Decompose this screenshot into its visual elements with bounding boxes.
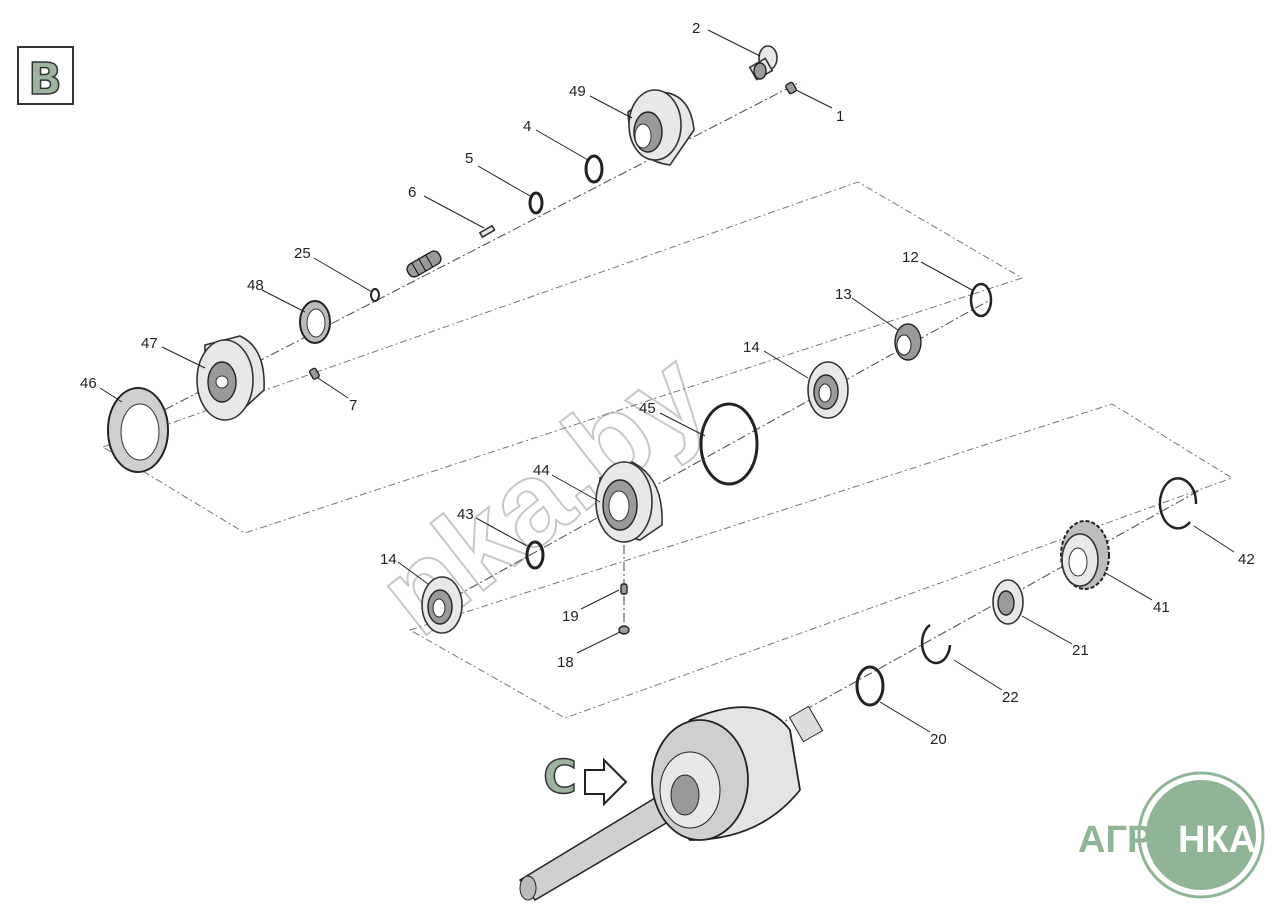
part-19-pin — [620, 583, 628, 595]
callout-45: 45 — [639, 400, 656, 417]
part-25-washer — [370, 288, 380, 302]
part-48-seal — [299, 300, 331, 344]
callout-46: 46 — [80, 375, 97, 392]
callout-5: 5 — [465, 150, 473, 167]
part-46-gasket — [107, 387, 169, 473]
part-47-cover — [196, 335, 265, 421]
callout-1: 1 — [836, 108, 844, 125]
part-41-gear — [1060, 520, 1110, 590]
part-45-oring — [699, 402, 759, 486]
part-13-nut — [894, 323, 922, 361]
callout-18: 18 — [557, 654, 574, 671]
watermark-text: nka.by — [355, 326, 731, 660]
section-letter: B — [28, 54, 62, 105]
part-1-screw — [785, 81, 797, 95]
part-4-ring — [584, 154, 604, 184]
callout-7: 7 — [349, 397, 357, 414]
leader-lines — [99, 29, 1235, 733]
callout-44: 44 — [533, 462, 550, 479]
logo-text-right: НКА — [1178, 819, 1256, 861]
part-43-ring — [525, 540, 545, 570]
part-21-snap-ring — [920, 623, 952, 665]
part-22-ring — [855, 665, 885, 707]
part-14-bearing-upper — [807, 361, 849, 419]
main-shaft-assembly — [518, 705, 824, 901]
group-outline-lower — [408, 403, 1234, 719]
part-20-bearing — [992, 579, 1024, 625]
callout-49: 49 — [569, 83, 586, 100]
part-44-carrier — [595, 461, 663, 543]
callout-48: 48 — [247, 277, 264, 294]
part-12-snap-ring — [969, 282, 993, 318]
part-18-plug — [618, 625, 630, 635]
callout-12: 12 — [902, 249, 919, 266]
callout-22: 20 — [930, 731, 947, 748]
callouts: 2 1 49 4 5 6 25 48 47 46 7 12 13 14 45 4… — [80, 20, 1255, 748]
callout-25: 25 — [294, 245, 311, 262]
right-arrow-icon — [584, 757, 628, 807]
callout-14-upper: 14 — [743, 339, 760, 356]
callout-43: 43 — [457, 506, 474, 523]
callout-4: 4 — [523, 118, 531, 135]
axis-lower — [759, 489, 1201, 736]
part-49-flange — [627, 89, 695, 166]
part-42-snap-ring — [1158, 477, 1198, 530]
next-section-letter: C — [543, 750, 577, 804]
brand-logo: АГРО НКА — [1078, 771, 1265, 899]
callout-2: 2 — [692, 20, 700, 37]
group-outline-upper — [101, 181, 1024, 534]
callout-14-lower: 14 — [380, 551, 397, 568]
callout-6: 6 — [408, 184, 416, 201]
callout-13: 13 — [835, 286, 852, 303]
callout-41: 41 — [1153, 599, 1170, 616]
section-label-box: B — [17, 46, 74, 106]
callout-21: 22 — [1002, 689, 1019, 706]
part-6-pin — [478, 224, 496, 239]
callout-42: 42 — [1238, 551, 1255, 568]
part-spring-shaft — [406, 250, 442, 278]
part-5-ring — [528, 191, 544, 215]
axis-middle — [439, 299, 991, 606]
callout-20: 21 — [1072, 642, 1089, 659]
callout-19: 19 — [562, 608, 579, 625]
section-c-marker: C — [542, 749, 628, 807]
part-7-screw — [308, 367, 320, 380]
part-2-sleeve — [748, 45, 778, 81]
watermark: nka.by — [354, 325, 732, 661]
logo-text-left: АГРО — [1078, 819, 1181, 861]
callout-47: 47 — [141, 335, 158, 352]
part-14-bearing-lower — [421, 576, 463, 634]
